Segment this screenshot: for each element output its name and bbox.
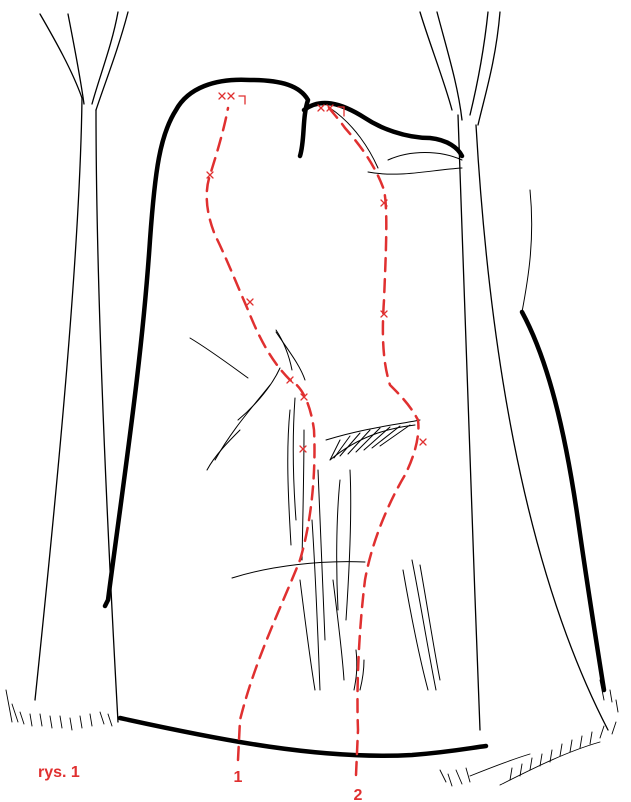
route-2 [318,105,426,775]
route-1-line [207,108,315,760]
route-1-bolts [207,172,307,452]
boulder-outline [105,80,604,756]
route-2-number: 2 [354,787,363,802]
grass-tufts [6,680,618,786]
route-2-line [328,106,418,775]
route-1 [207,93,315,760]
route-2-bolts [381,200,426,445]
left-tree [35,12,128,722]
right-tree [420,12,608,730]
route-1-number: 1 [234,769,243,786]
figure-caption: rys. 1 [38,764,80,781]
route-1-anchor [219,93,245,104]
